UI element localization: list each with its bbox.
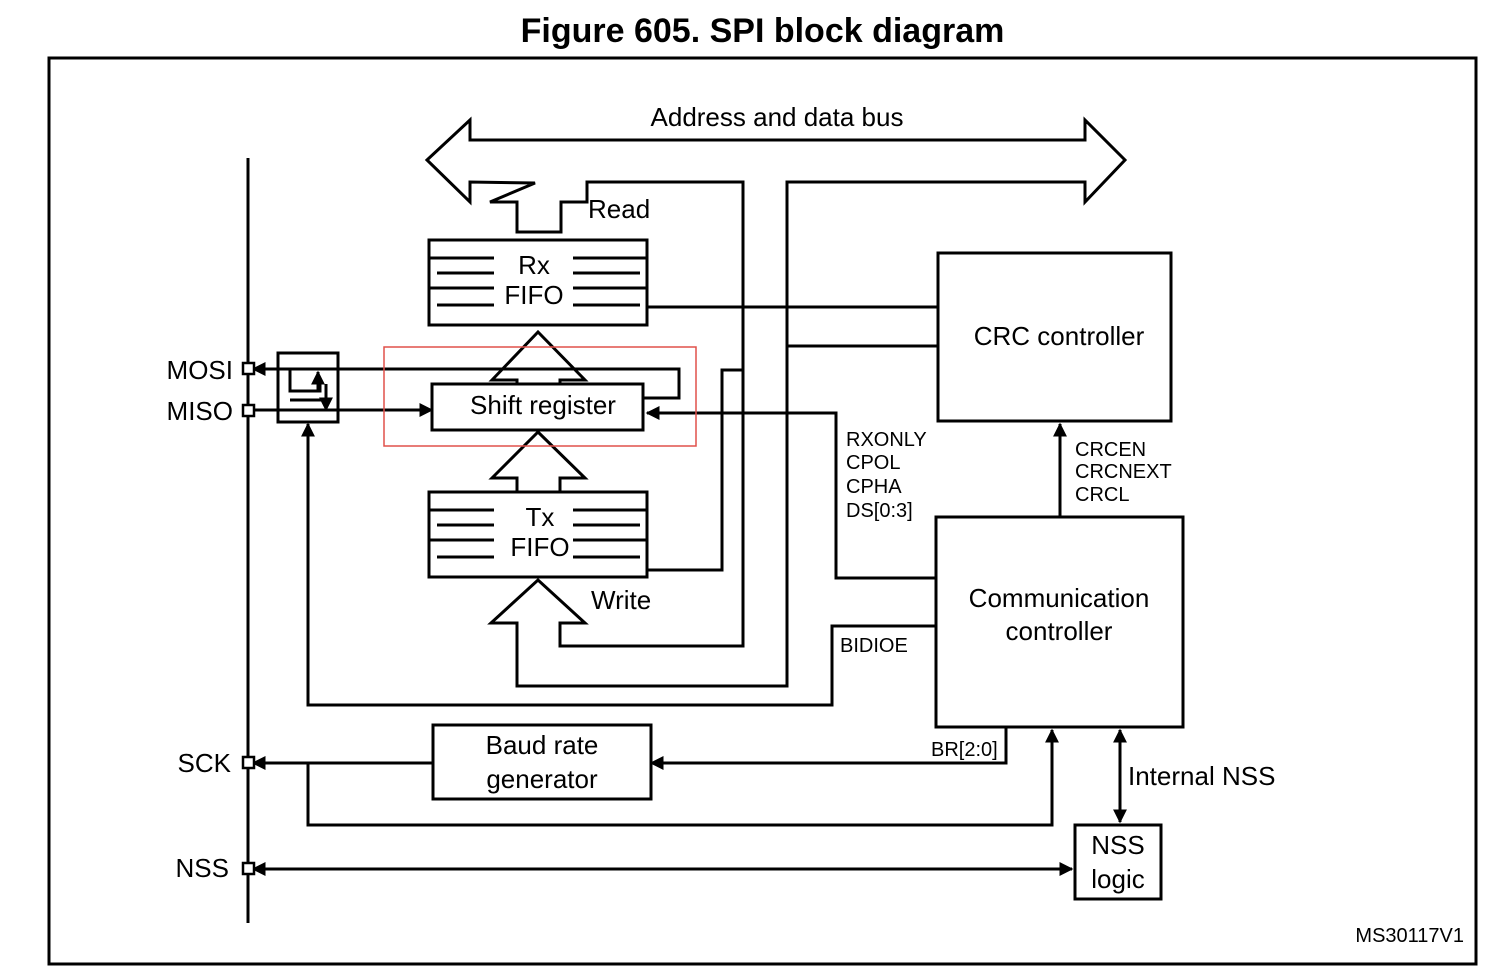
crc-bit-crcnext: CRCNEXT [1075,461,1172,483]
internal-nss-label: Internal NSS [1128,761,1275,791]
ctrl-bits-line [743,411,936,580]
rx-fifo-line2: FIFO [504,280,563,310]
shift-to-rx-arrow [488,329,589,386]
shift-register-highlight [383,346,697,447]
shift-register-label: Shift register [470,390,616,420]
nss-logic-line2: logic [1091,864,1144,894]
figure-title: Figure 605. SPI block diagram [520,12,1005,50]
nss-label: NSS [176,853,229,883]
ctrl-bit-cpol: CPOL [846,452,900,474]
rx-fifo-line1: Rx [518,250,550,280]
sck-feedback [306,728,1059,827]
ctrl-bit-rxonly: RXONLY [846,429,927,451]
crc-controller-label: CRC controller [974,321,1145,351]
tx-fifo-line1: Tx [526,502,555,532]
crc-controller-box [936,251,1173,423]
br-line [649,727,1008,770]
crc-bit-crcl: CRCL [1075,484,1129,506]
comm-controller-box [934,515,1185,729]
miso-label: MISO [167,396,233,426]
sck-label: SCK [178,748,232,778]
nss-logic-box [1073,823,1163,901]
nss-pin [241,861,256,876]
mosi-pin [241,361,256,376]
diagram-frame [47,56,1478,966]
baud-rate-line1: Baud rate [486,730,599,760]
br-label: BR[2:0] [931,739,998,761]
comm-controller-line2: controller [1006,616,1113,646]
bidioe-line [301,422,936,707]
baud-rate-line2: generator [486,764,598,794]
address-data-bus-arrow [424,116,1128,688]
ref-code: MS30117V1 [1355,925,1464,947]
bidioe-label: BIDIOE [840,635,908,657]
shift-to-mosi-loop [251,362,681,400]
rx-fifo [427,238,649,327]
write-label: Write [591,585,651,615]
shift-register-box [430,382,645,432]
comm-controller-line1: Communication [969,583,1150,613]
ctrl-bit-cpha: CPHA [846,476,902,498]
baud-rate-box [431,723,653,801]
miso-pin [241,403,256,418]
ctrl-bit-ds: DS[0:3] [846,500,913,522]
sck-pin [241,755,256,770]
bus-label: Address and data bus [651,102,904,132]
read-label: Read [588,194,650,224]
tx-fifo-to-bus [647,368,743,572]
tx-to-shift-arrow [488,429,589,494]
mosi-label: MOSI [167,355,233,385]
crc-bit-crcen: CRCEN [1075,439,1146,461]
io-switch-box [276,351,340,424]
tx-fifo-line2: FIFO [510,532,569,562]
nss-logic-line1: NSS [1091,830,1144,860]
